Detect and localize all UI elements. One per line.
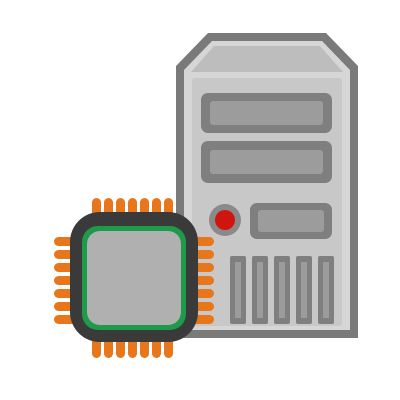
power-button-icon [215,210,235,230]
vent-grille [230,256,334,324]
vent-slot-inner [279,262,285,318]
drive-bay-2-slot [210,150,323,174]
tower-top-bevel [191,46,343,72]
vent-slot-inner [257,262,263,318]
cpu-die [87,231,181,325]
vent-slot-inner [235,262,241,318]
cpu-chip-icon [54,198,214,358]
vent-slot-inner [301,262,307,318]
drive-bay-1-slot [210,101,323,125]
server-tower-icon [176,33,358,338]
small-drive-bay-slot [258,210,324,232]
vent-slot-inner [323,262,329,318]
